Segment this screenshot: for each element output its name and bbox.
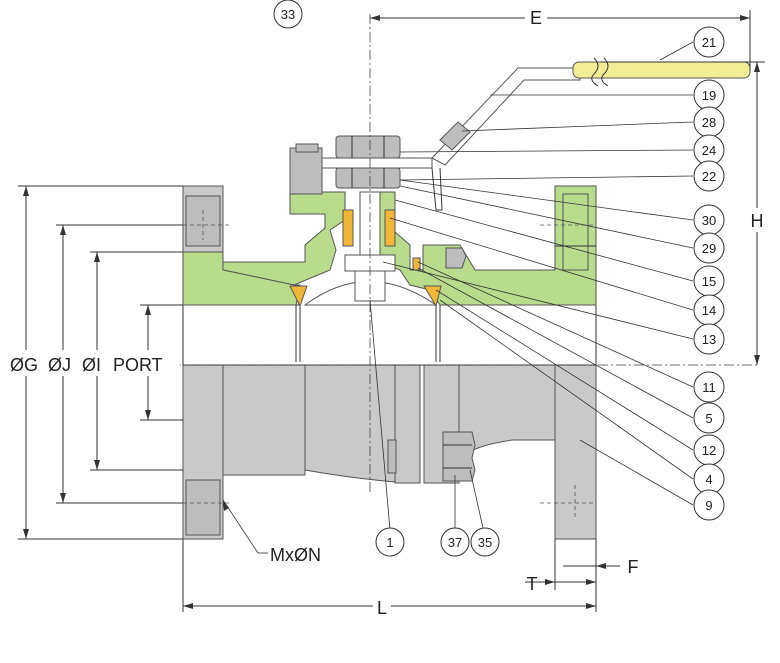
balloon-22: 22 — [693, 160, 725, 192]
valve-body — [182, 185, 597, 540]
svg-text:15: 15 — [702, 274, 716, 289]
svg-text:19: 19 — [702, 88, 716, 103]
dim-t: T — [527, 574, 538, 594]
svg-text:28: 28 — [702, 115, 716, 130]
balloon-14: 14 — [693, 294, 725, 326]
svg-text:13: 13 — [702, 332, 716, 347]
body-nut — [442, 431, 476, 482]
ball-lower — [304, 364, 396, 483]
balloon-5: 5 — [693, 402, 725, 434]
dim-j: ØJ — [48, 355, 71, 375]
bonnet-right — [379, 185, 597, 306]
svg-text:4: 4 — [705, 472, 712, 487]
seat-right — [423, 285, 442, 308]
body-split-left — [394, 364, 421, 484]
balloon-21: 21 — [693, 26, 725, 58]
seat-left — [289, 285, 308, 308]
balloon-33: 33 — [273, 0, 303, 29]
balloon-28: 28 — [693, 106, 725, 138]
balloon-37: 37 — [440, 527, 470, 557]
right-flange-top — [562, 193, 589, 271]
bonnet — [182, 185, 597, 308]
dim-e: E — [530, 8, 542, 28]
handle-base — [321, 157, 433, 169]
balloon-19: 19 — [693, 79, 725, 111]
right-flange-bottom — [554, 364, 597, 540]
packing-left — [342, 209, 354, 247]
bonnet-left-lower — [182, 251, 301, 306]
handle-grip — [572, 61, 751, 79]
dim-f: F — [628, 557, 639, 577]
dim-i: ØI — [82, 355, 101, 375]
balloon-24: 24 — [693, 134, 725, 166]
handle-arm — [431, 67, 581, 166]
svg-text:37: 37 — [448, 535, 462, 550]
bonnet-bolt — [445, 247, 467, 269]
bolt-stud — [387, 439, 397, 474]
packing-right — [384, 209, 396, 247]
svg-text:22: 22 — [702, 169, 716, 184]
balloon-13: 13 — [693, 323, 725, 355]
leaders — [369, 41, 694, 531]
dim-bolts: MxØN — [270, 545, 321, 565]
balloon-1: 1 — [375, 527, 405, 557]
stem-nut-lower — [335, 167, 401, 189]
balloon-12: 12 — [693, 434, 725, 466]
dim-port: PORT — [113, 355, 163, 375]
svg-text:24: 24 — [702, 143, 716, 158]
stem-nut-upper — [335, 135, 401, 159]
stop-pin — [295, 143, 319, 153]
port-bore — [183, 305, 596, 365]
dim-l: L — [377, 598, 387, 618]
svg-text:29: 29 — [702, 241, 716, 256]
balloon-35: 35 — [470, 527, 500, 557]
svg-text:12: 12 — [702, 443, 716, 458]
svg-text:9: 9 — [705, 498, 712, 513]
balloon-30: 30 — [693, 204, 725, 236]
handle-sleeve — [439, 121, 471, 151]
svg-text:21: 21 — [702, 35, 716, 50]
dim-h: H — [751, 211, 764, 231]
svg-text:5: 5 — [705, 411, 712, 426]
left-flange-bolt-bottom — [185, 479, 221, 536]
balloon-9: 9 — [693, 489, 725, 521]
balloon-29: 29 — [693, 232, 725, 264]
dimensions — [0, 8, 767, 617]
top-hardware — [289, 57, 751, 211]
svg-text:33: 33 — [281, 7, 295, 22]
left-body-neck — [222, 364, 306, 476]
svg-text:11: 11 — [702, 380, 716, 395]
svg-text:14: 14 — [702, 303, 716, 318]
svg-text:1: 1 — [386, 535, 393, 550]
dim-g: ØG — [10, 355, 38, 375]
balloon-15: 15 — [693, 265, 725, 297]
svg-text:30: 30 — [702, 213, 716, 228]
stop-plate — [289, 147, 323, 195]
svg-text:35: 35 — [478, 535, 492, 550]
balloon-11: 11 — [693, 371, 725, 403]
